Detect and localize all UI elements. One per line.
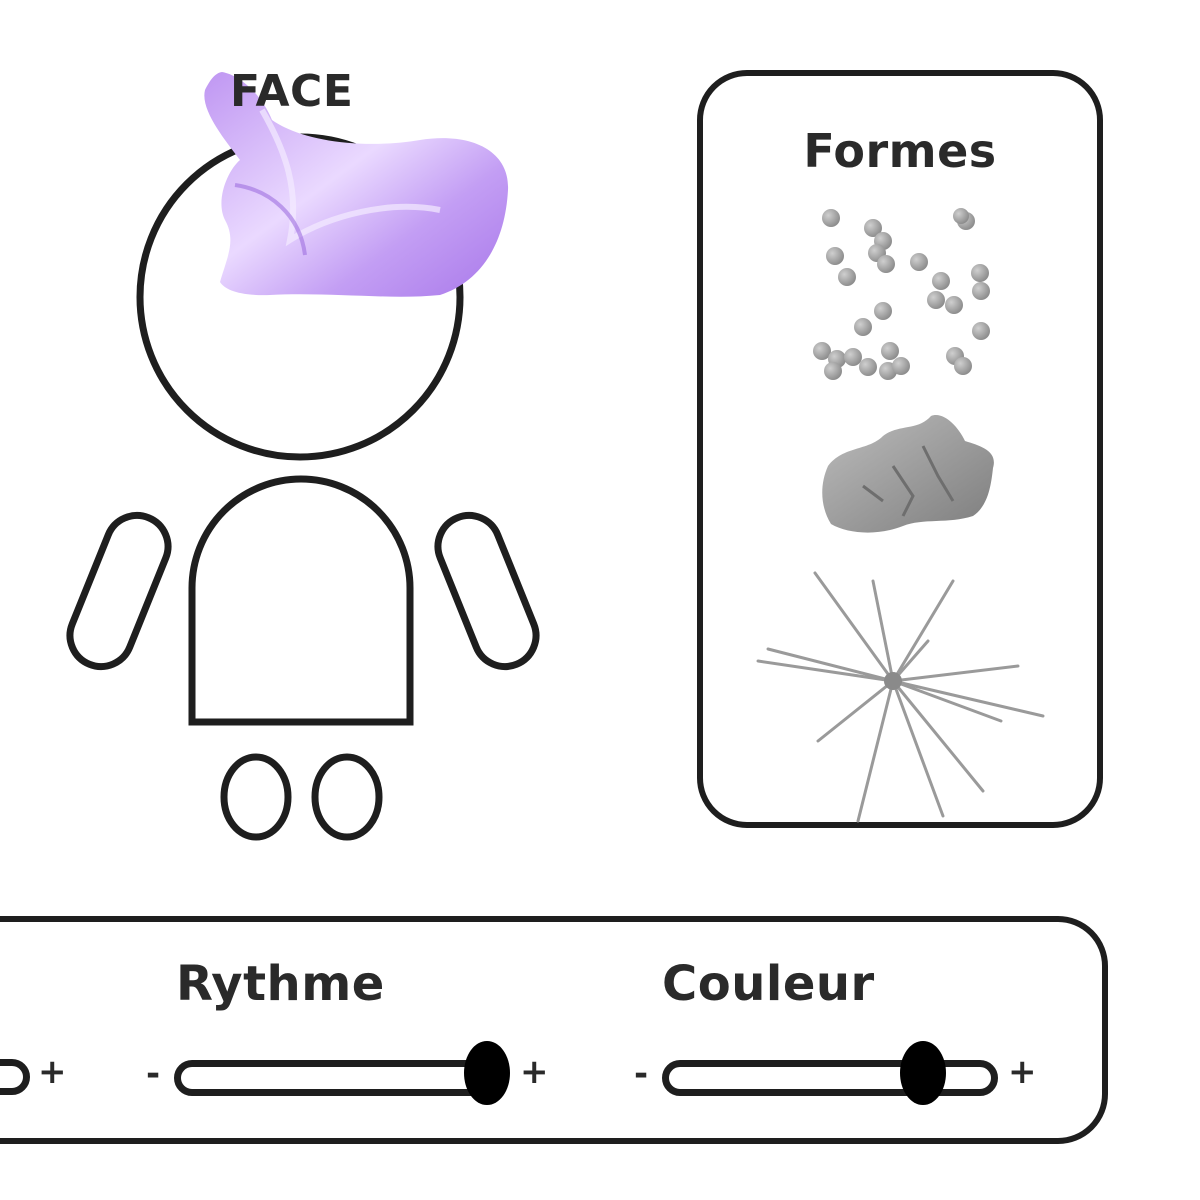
couleur-minus[interactable]: - xyxy=(634,1054,649,1094)
rythme-label: Rythme xyxy=(176,956,385,1012)
couleur-slider-thumb[interactable] xyxy=(900,1041,946,1105)
couleur-label: Couleur xyxy=(662,956,875,1012)
avatar-figure xyxy=(61,72,546,841)
rythme-slider-thumb[interactable] xyxy=(464,1041,510,1105)
face-shape-fabric[interactable] xyxy=(204,72,509,297)
right-arm-outline[interactable] xyxy=(429,506,546,676)
shapes-panel-title: Formes xyxy=(803,124,997,178)
rythme-slider-track[interactable] xyxy=(174,1060,506,1096)
left-arm-outline[interactable] xyxy=(61,506,178,676)
right-foot-outline[interactable] xyxy=(311,753,383,841)
rythme-plus[interactable]: + xyxy=(520,1052,549,1092)
spheres-shape-option[interactable] xyxy=(743,201,1069,391)
spikes-shape-option[interactable] xyxy=(743,561,1069,826)
partial-slider-track[interactable] xyxy=(0,1059,30,1095)
rock-shape-option[interactable] xyxy=(743,406,1069,546)
couleur-slider-track[interactable] xyxy=(662,1060,998,1096)
controls-panel xyxy=(0,916,1108,1144)
couleur-plus[interactable]: + xyxy=(1008,1052,1037,1092)
partial-slider-plus[interactable]: + xyxy=(38,1052,67,1092)
shapes-panel: Formes xyxy=(697,70,1103,828)
face-label: FACE xyxy=(230,66,354,117)
torso-outline[interactable] xyxy=(188,475,414,726)
left-foot-outline[interactable] xyxy=(220,753,292,841)
rythme-minus[interactable]: - xyxy=(146,1054,161,1094)
